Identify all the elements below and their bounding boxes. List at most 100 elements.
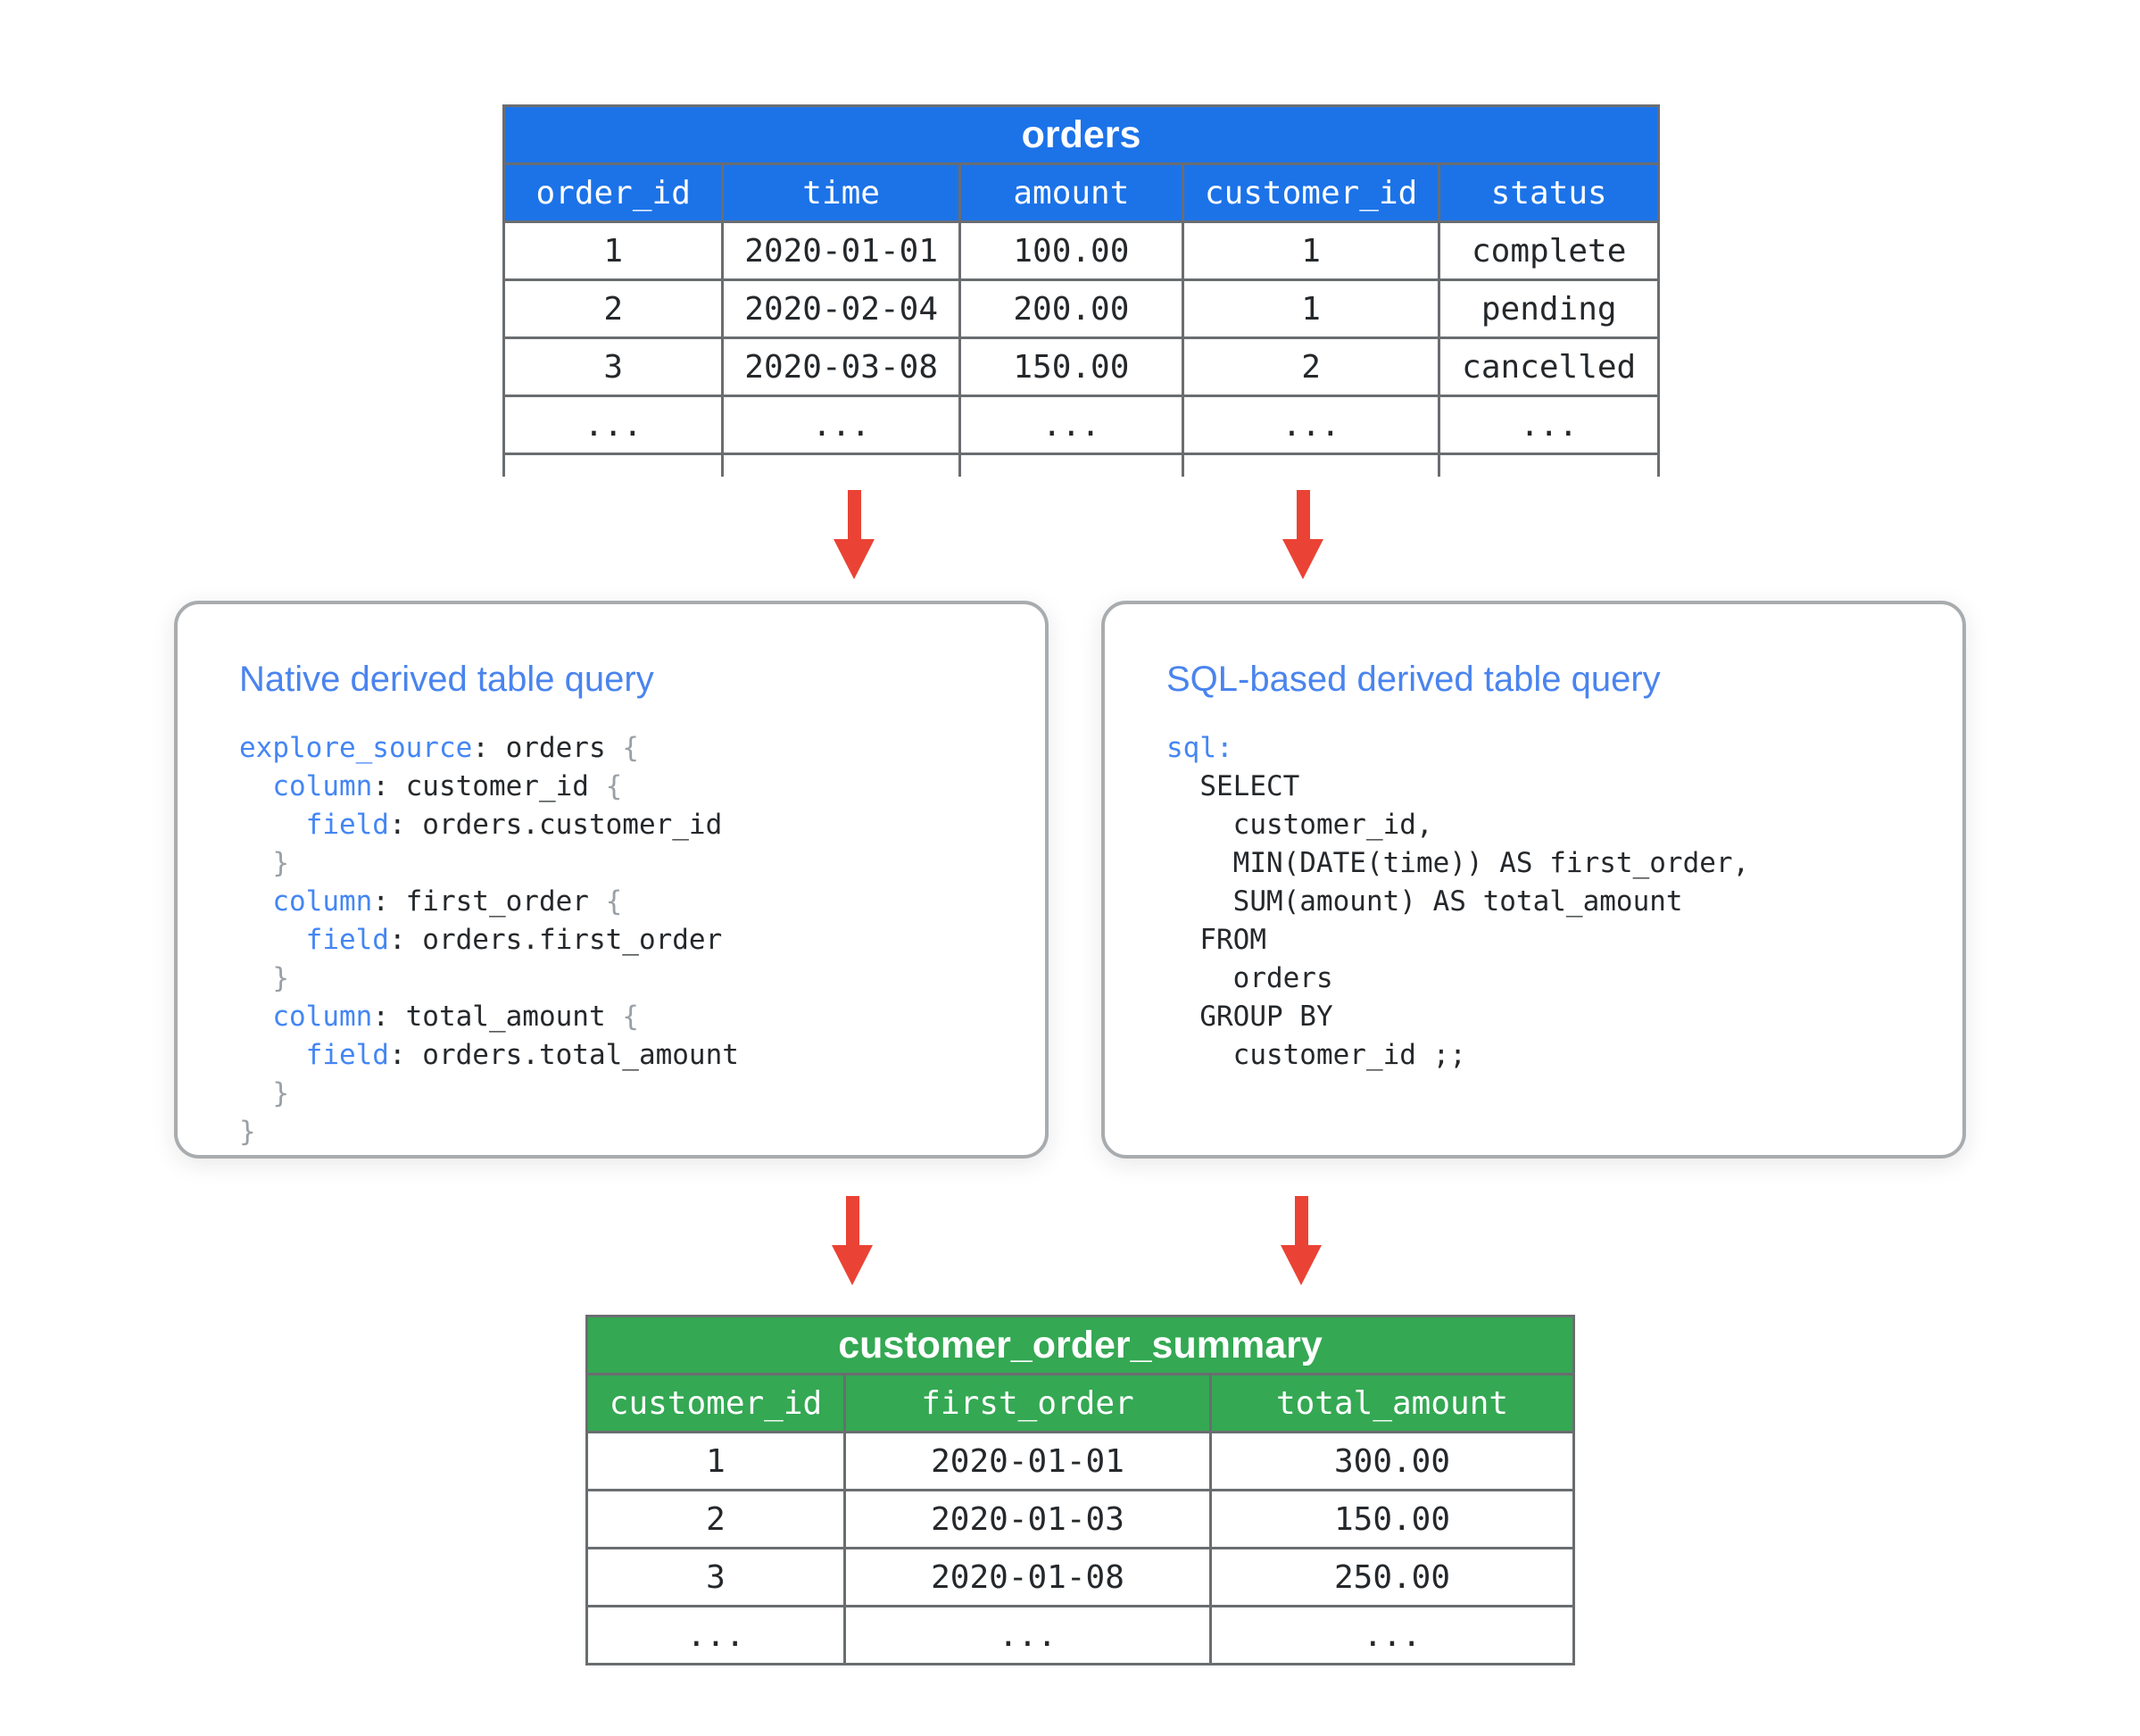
table-cell: ... [843,1605,1212,1665]
table-cell: 100.00 [958,220,1184,281]
code-token-kw: explore_source [239,732,473,764]
code-token-brace: } [272,1077,289,1109]
table-cell: 250.00 [1209,1547,1575,1607]
table-cell: ... [1181,395,1441,455]
native-query-code-block: explore_source: orders { column: custome… [239,729,739,1151]
table-cell [721,453,961,477]
table-cell: 2020-01-03 [843,1489,1212,1549]
code-token-plain: SELECT [1166,770,1300,802]
sql-query-box-title: SQL-based derived table query [1166,660,1661,699]
table-cell: ... [721,395,961,455]
table-cell: 150.00 [1209,1489,1575,1549]
code-token-plain: : orders.first_order [388,924,723,956]
table-cell: ... [502,395,725,455]
code-line: sql: [1166,729,1749,768]
code-token-kw: column [272,770,373,802]
code-line: SUM(amount) AS total_amount [1166,883,1749,921]
code-token-plain [239,962,272,994]
column-header: time [721,162,961,223]
sql-query-box: SQL-based derived table query sql: SELEC… [1101,601,1966,1159]
down-arrow-icon [834,490,875,579]
code-token-plain: orders [1166,962,1333,994]
code-line: } [239,844,739,883]
code-token-plain: customer_id, [1166,809,1433,841]
code-token-plain: GROUP BY [1166,1001,1333,1033]
code-line: field: orders.total_amount [239,1036,739,1075]
arrow-shaft [1294,1196,1308,1245]
table-cell: 200.00 [958,278,1184,339]
code-token-plain: : orders.total_amount [388,1039,739,1071]
table-cell: 2 [1181,336,1441,397]
table-cell: 2020-03-08 [721,336,961,397]
code-line: column: total_amount { [239,998,739,1036]
code-token-plain: : orders.customer_id [388,809,723,841]
arrow-shaft [845,1196,859,1245]
table-cell: ... [958,395,1184,455]
code-line: column: customer_id { [239,768,739,806]
table-cell: 2 [502,278,725,339]
code-token-plain [239,770,272,802]
table-cell: cancelled [1438,336,1660,397]
column-header: status [1438,162,1660,223]
code-line: orders [1166,959,1749,998]
table-cell: 2020-01-01 [843,1431,1212,1491]
code-token-plain: : first_order [372,885,606,918]
code-token-plain: : orders [472,732,623,764]
code-line: field: orders.customer_id [239,806,739,844]
sql-query-code-block: sql: SELECT customer_id, MIN(DATE(time))… [1166,729,1749,1075]
table-cell: ... [585,1605,846,1665]
code-line: FROM [1166,921,1749,959]
code-token-brace: } [272,847,289,879]
orders-table-title: orders [502,104,1660,165]
column-header: customer_id [1181,162,1441,223]
code-token-plain: : customer_id [372,770,606,802]
column-header: total_amount [1209,1373,1575,1433]
code-token-brace: { [622,732,639,764]
summary-table-title-row: customer_order_summary [585,1315,1575,1375]
table-cell: 1 [585,1431,846,1491]
arrow-head [832,1245,873,1285]
arrow-head [1282,539,1323,579]
code-token-kw: column [272,1001,373,1033]
code-line: SELECT [1166,768,1749,806]
orders-table-title-row: orders [502,104,1660,165]
column-header: customer_id [585,1373,846,1433]
code-token-kw: field [305,1039,389,1071]
code-token-plain [239,1001,272,1033]
code-line: GROUP BY [1166,998,1749,1036]
column-header: order_id [502,162,725,223]
arrow-shaft [847,490,861,539]
code-token-brace: { [622,1001,639,1033]
table-row [502,453,1660,477]
code-token-plain [239,924,306,956]
table-cell [1438,453,1660,477]
table-cell: ... [1438,395,1660,455]
code-token-plain [239,885,272,918]
table-cell: ... [1209,1605,1575,1665]
table-cell: 1 [1181,278,1441,339]
code-line: } [239,959,739,998]
down-arrow-icon [1281,1196,1322,1285]
table-cell: 2020-01-01 [721,220,961,281]
down-arrow-icon [1282,490,1323,579]
table-cell: 2020-01-08 [843,1547,1212,1607]
code-token-plain [239,809,306,841]
summary-table-title: customer_order_summary [585,1315,1575,1375]
code-token-plain [239,847,272,879]
code-token-brace: { [605,770,623,802]
down-arrow-icon [832,1196,873,1285]
code-token-plain: SUM(amount) AS total_amount [1166,885,1683,918]
table-cell: pending [1438,278,1660,339]
code-token-plain [239,1039,306,1071]
table-row: ............... [502,395,1660,455]
